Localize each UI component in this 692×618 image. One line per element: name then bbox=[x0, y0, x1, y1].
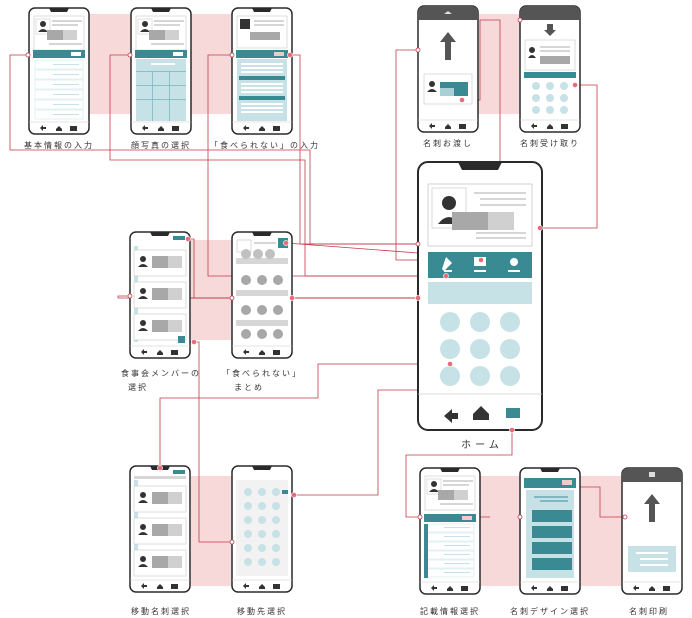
label-cannot-eat-input: 「食べられない」の入力 bbox=[210, 141, 320, 150]
screen-design-select bbox=[519, 467, 581, 595]
screen-info-select bbox=[419, 467, 481, 595]
screen-move-dest bbox=[231, 465, 293, 593]
label-home: ホーム bbox=[461, 440, 503, 451]
screen-basic-info bbox=[28, 7, 90, 135]
label-design-select: 名刺デザイン選択 bbox=[510, 607, 590, 616]
screen-card-print bbox=[621, 467, 683, 595]
screen-face-photo bbox=[130, 7, 192, 135]
label-move-card: 移動名刺選択 bbox=[131, 607, 191, 616]
label-card-receive: 名刺受け取り bbox=[520, 139, 580, 148]
screen-cannot-eat-input bbox=[231, 7, 293, 135]
label-move-dest: 移動先選択 bbox=[237, 607, 287, 616]
label-cannot-eat-summary-1: 「食べられない」 bbox=[222, 369, 302, 378]
label-cannot-eat-summary-2: まとめ bbox=[234, 383, 264, 392]
label-meal-member-1: 食事会メンバーの bbox=[121, 369, 201, 378]
screen-cannot-eat-summary bbox=[231, 231, 293, 359]
label-info-select: 記載情報選択 bbox=[420, 607, 480, 616]
screen-card-handover bbox=[417, 5, 479, 133]
label-meal-member-2: 選択 bbox=[128, 383, 148, 392]
screen-card-receive bbox=[519, 5, 581, 133]
screen-home bbox=[417, 161, 543, 431]
label-face-photo: 顔写真の選択 bbox=[131, 141, 191, 150]
label-card-print: 名刺印刷 bbox=[629, 607, 669, 616]
label-basic-info: 基本情報の入力 bbox=[24, 141, 94, 150]
label-card-handover: 名刺お渡し bbox=[423, 139, 473, 148]
link-bands bbox=[89, 14, 622, 586]
screen-meal-member bbox=[129, 231, 191, 359]
connector-dots bbox=[157, 52, 578, 498]
connector-open-dots bbox=[25, 17, 628, 545]
screen-move-card bbox=[129, 465, 191, 593]
